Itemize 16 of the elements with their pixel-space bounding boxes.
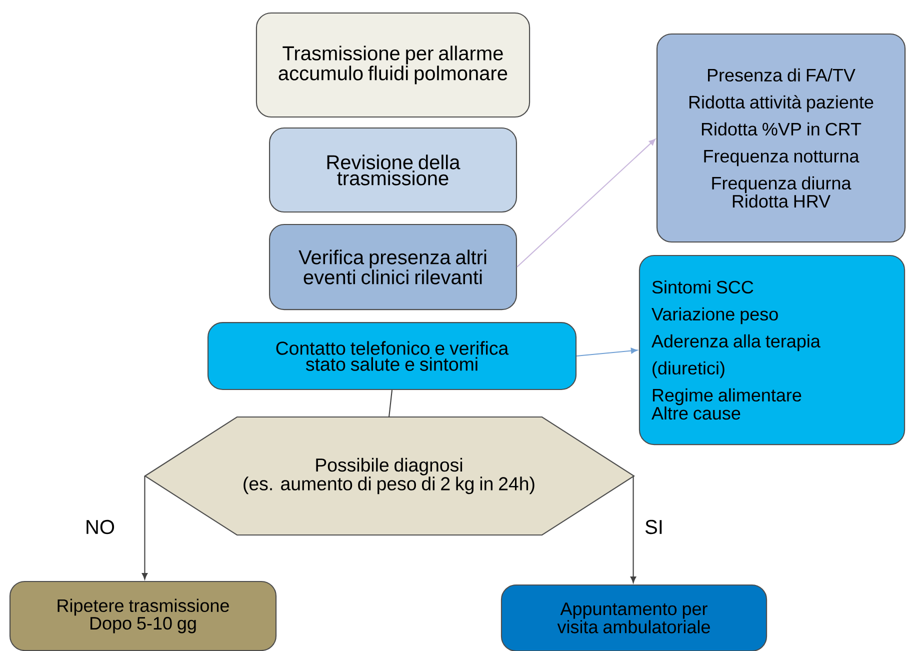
connector-line	[388, 390, 393, 418]
process-box: Appuntamento per visita ambulatoriale	[500, 584, 768, 651]
branch-label: NO	[86, 520, 114, 534]
arrow	[576, 348, 638, 357]
arrow	[630, 476, 636, 584]
decision-hexagon: Possibile diagnosi (es. aumento di peso di 2 kg in 24h)	[144, 416, 635, 536]
arrow	[142, 476, 148, 580]
list-box: Sintomi SCC Variazione peso Aderenza alla terapia (diuretici) Regime alimentare Altre cause	[638, 254, 906, 446]
process-box: Revisione della trasmissione	[269, 127, 517, 213]
process-box: Contatto telefonico e verifica stato salute e sintomi	[207, 322, 577, 390]
branch-label: SI	[645, 520, 662, 534]
process-box: Verifica presenza altri eventi clinici rilevanti	[269, 224, 517, 310]
arrow	[516, 138, 656, 268]
process-box: Ripetere trasmissione Dopo 5-10 gg	[9, 580, 277, 651]
list-box: Presenza di FA/TV Ridotta attività paziente Ridotta %VP in CRT Frequenza notturna Frequenza diurna Ridotta HRV	[656, 33, 906, 243]
process-box: Trasmissione per allarme accumulo fluidi polmonare	[256, 12, 530, 118]
